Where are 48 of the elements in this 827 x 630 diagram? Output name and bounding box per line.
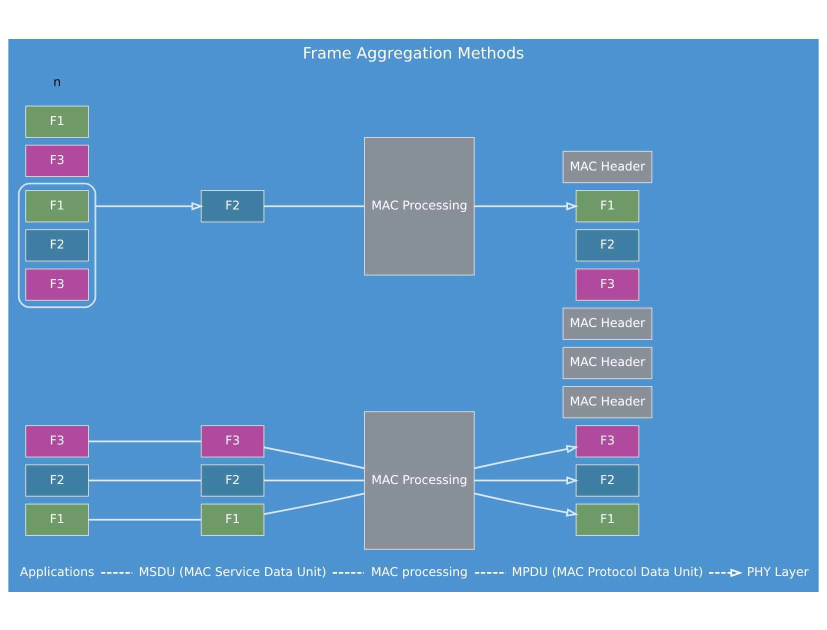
connector bbox=[264, 479, 364, 481]
connector bbox=[264, 492, 365, 514]
node-box: F3 bbox=[25, 144, 89, 177]
node-box: F2 bbox=[25, 228, 89, 261]
node-box: F3 bbox=[576, 424, 640, 457]
node-box: F1 bbox=[576, 190, 640, 222]
node-box: F3 bbox=[25, 268, 89, 300]
arrow bbox=[95, 201, 204, 210]
node-box: MAC Header bbox=[562, 307, 652, 340]
node-box: F1 bbox=[25, 503, 89, 536]
node-box: MAC Processing bbox=[364, 136, 475, 275]
cluster bbox=[18, 182, 96, 308]
arrow bbox=[709, 568, 743, 577]
node-box: MAC Header bbox=[562, 386, 652, 418]
node-text: PHY Layer bbox=[746, 564, 809, 579]
connector bbox=[474, 571, 506, 574]
node-box: F2 bbox=[576, 464, 640, 496]
node-box: F2 bbox=[200, 190, 264, 222]
connector bbox=[88, 440, 202, 442]
node-box: MAC Processing bbox=[364, 410, 475, 550]
node-box: F1 bbox=[200, 503, 264, 536]
arrow bbox=[474, 492, 579, 516]
connector bbox=[101, 571, 132, 574]
node-box: F2 bbox=[576, 228, 640, 261]
node-box: F2 bbox=[200, 464, 264, 496]
node-box: F3 bbox=[200, 424, 264, 457]
connector bbox=[88, 518, 202, 520]
node-box: F3 bbox=[576, 268, 640, 300]
arrow bbox=[474, 201, 578, 210]
node-box: MAC Header bbox=[562, 150, 652, 183]
arrow bbox=[474, 444, 579, 469]
connector bbox=[88, 479, 202, 481]
node-box: F1 bbox=[25, 190, 89, 222]
node-box: F2 bbox=[25, 464, 89, 496]
connector bbox=[264, 446, 364, 469]
node-text: Applications bbox=[20, 564, 94, 579]
node-box: F3 bbox=[25, 424, 89, 457]
node-text: MSDU (MAC Service Data Unit) bbox=[138, 564, 326, 579]
diagram-title: Frame Aggregation Methods bbox=[302, 43, 524, 62]
node-text: MAC processing bbox=[371, 564, 468, 579]
node-text: MPDU (MAC Protocol Data Unit) bbox=[512, 564, 704, 579]
connector bbox=[264, 204, 364, 207]
node-box: MAC Header bbox=[562, 346, 652, 379]
label: n bbox=[53, 74, 61, 88]
node-box: F1 bbox=[25, 105, 89, 138]
connector bbox=[332, 571, 364, 574]
arrow bbox=[474, 476, 578, 484]
node-box: F1 bbox=[576, 503, 640, 536]
